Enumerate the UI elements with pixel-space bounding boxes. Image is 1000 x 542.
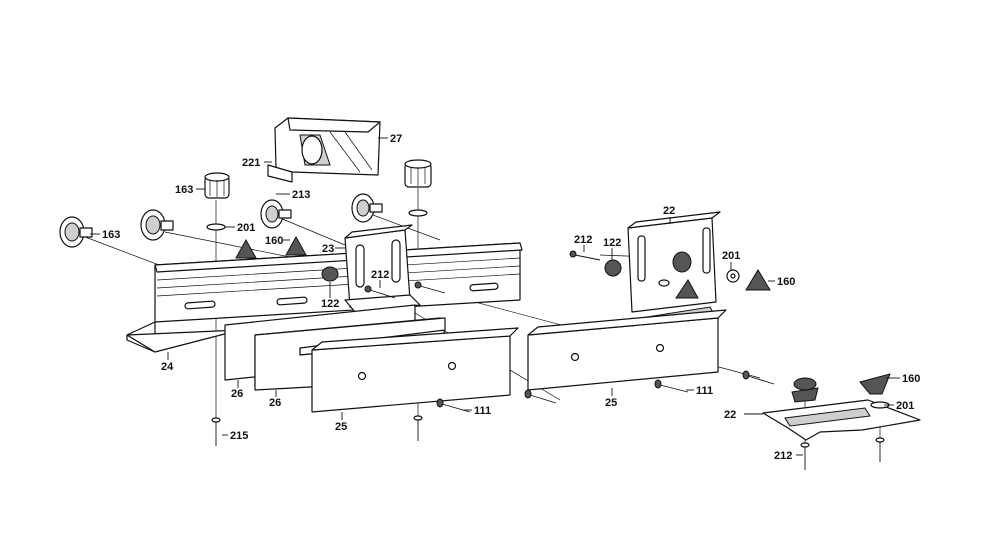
label-160-left: 160 xyxy=(265,235,283,247)
label-212-center: 212 xyxy=(371,269,389,281)
knob-163-left xyxy=(59,216,93,248)
label-25-left: 25 xyxy=(335,421,347,433)
wingnut-160-right xyxy=(745,269,771,291)
part-24-fence xyxy=(126,242,523,353)
label-201-lower: 201 xyxy=(896,400,914,412)
label-27: 27 xyxy=(390,133,402,145)
knob-163-right xyxy=(404,159,432,217)
label-25-right: 25 xyxy=(605,397,617,409)
screws-212-lower xyxy=(800,437,885,470)
part-25-board-left xyxy=(311,327,519,413)
label-163-left: 163 xyxy=(102,229,120,241)
label-leaders xyxy=(90,137,900,456)
bolt-212-right xyxy=(569,250,601,261)
part-25-board-right xyxy=(527,309,775,393)
label-160-lower: 160 xyxy=(902,373,920,385)
part-23-bracket xyxy=(344,224,421,313)
nut-122-right xyxy=(604,259,622,277)
label-23: 23 xyxy=(322,243,334,255)
label-212-lower: 212 xyxy=(774,450,792,462)
label-111-left: 111 xyxy=(474,405,491,417)
bolt-212-center xyxy=(364,281,446,299)
part-22-comb-bracket xyxy=(614,211,721,331)
part-labels: 27 221 213 163 163 201 160 23 212 122 24… xyxy=(102,133,920,462)
label-163-top: 163 xyxy=(175,184,193,196)
label-122-center: 122 xyxy=(321,298,339,310)
part-27-housing xyxy=(267,117,381,183)
label-22-lower: 22 xyxy=(724,409,736,421)
label-111-right: 111 xyxy=(696,385,713,397)
label-24: 24 xyxy=(161,361,174,373)
knob-163-top xyxy=(204,172,230,231)
knob-160-pair xyxy=(260,193,383,229)
label-22-top: 22 xyxy=(663,205,675,217)
label-26-back: 26 xyxy=(269,397,281,409)
nut-122-center xyxy=(321,266,339,282)
label-201-right: 201 xyxy=(722,250,740,262)
wing-nuts-160 xyxy=(235,235,307,259)
label-160-right: 160 xyxy=(777,276,795,288)
label-213: 213 xyxy=(292,189,310,201)
label-221: 221 xyxy=(242,157,260,169)
knob-163-mid xyxy=(140,209,174,241)
screws-111-215 xyxy=(211,389,557,446)
label-212-right: 212 xyxy=(574,234,592,246)
label-215: 215 xyxy=(230,430,248,442)
label-201-left: 201 xyxy=(237,222,255,234)
label-26-front: 26 xyxy=(231,388,243,400)
washer-201-right xyxy=(726,269,740,283)
part-22-base xyxy=(762,373,921,441)
label-122-right: 122 xyxy=(603,237,621,249)
